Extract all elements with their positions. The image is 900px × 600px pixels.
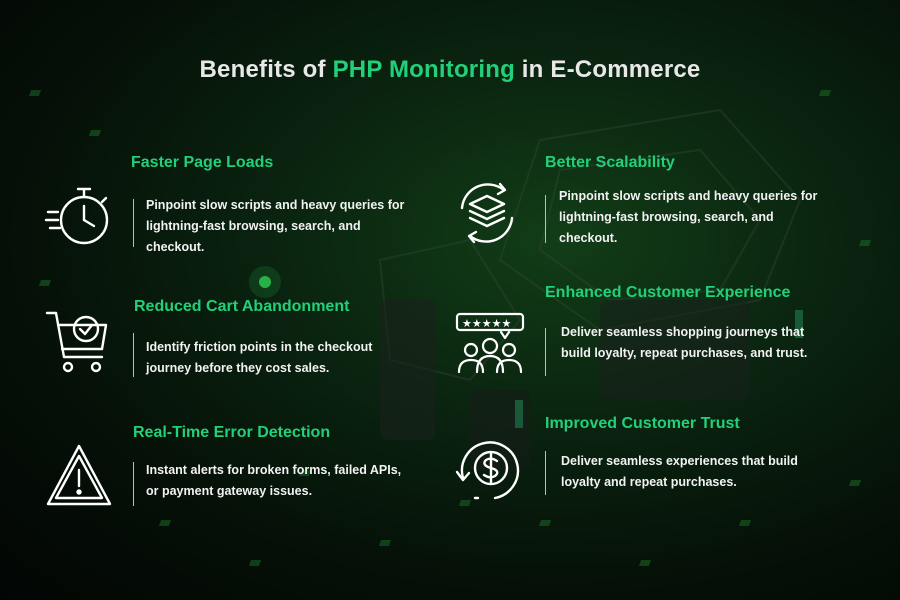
shopping-cart-check-icon xyxy=(44,307,114,377)
divider xyxy=(133,333,134,377)
warning-triangle-icon xyxy=(44,442,114,512)
title-prefix: Benefits of xyxy=(199,56,333,83)
divider xyxy=(545,328,546,376)
stopwatch-icon xyxy=(44,180,114,250)
svg-text:★★★★★: ★★★★★ xyxy=(462,317,511,330)
benefit-desc-enhanced-customer-experience: Deliver seamless shopping journeys that … xyxy=(561,325,808,360)
title-highlight: PHP Monitoring xyxy=(332,56,515,83)
benefit-title-real-time-error-detection: Real-Time Error Detection xyxy=(133,424,331,441)
page-title: Benefits of PHP Monitoring in E-Commerce xyxy=(0,56,900,84)
benefit-desc-improved-customer-trust: Deliver seamless experiences that build … xyxy=(561,454,798,489)
benefit-title-better-scalability: Better Scalability xyxy=(545,154,675,171)
benefit-title-faster-page-loads: Faster Page Loads xyxy=(131,154,274,171)
benefit-title-improved-customer-trust: Improved Customer Trust xyxy=(545,415,740,432)
benefit-desc-better-scalability: Pinpoint slow scripts and heavy queries … xyxy=(559,189,818,245)
divider xyxy=(545,195,546,243)
dollar-cycle-icon xyxy=(455,436,525,506)
divider xyxy=(545,451,546,495)
benefit-desc-faster-page-loads: Pinpoint slow scripts and heavy queries … xyxy=(146,198,405,254)
benefit-desc-reduced-cart-abandonment: Identify friction points in the checkout… xyxy=(146,340,373,375)
benefit-title-enhanced-customer-experience: Enhanced Customer Experience xyxy=(545,284,791,301)
benefit-title-reduced-cart-abandonment: Reduced Cart Abandonment xyxy=(134,298,350,315)
divider xyxy=(133,199,134,247)
title-suffix: in E-Commerce xyxy=(514,56,701,83)
benefit-desc-real-time-error-detection: Instant alerts for broken forms, failed … xyxy=(146,463,402,498)
layers-cycle-icon xyxy=(452,178,522,248)
customer-rating-icon: ★★★★★ xyxy=(455,310,525,380)
divider xyxy=(133,462,134,506)
